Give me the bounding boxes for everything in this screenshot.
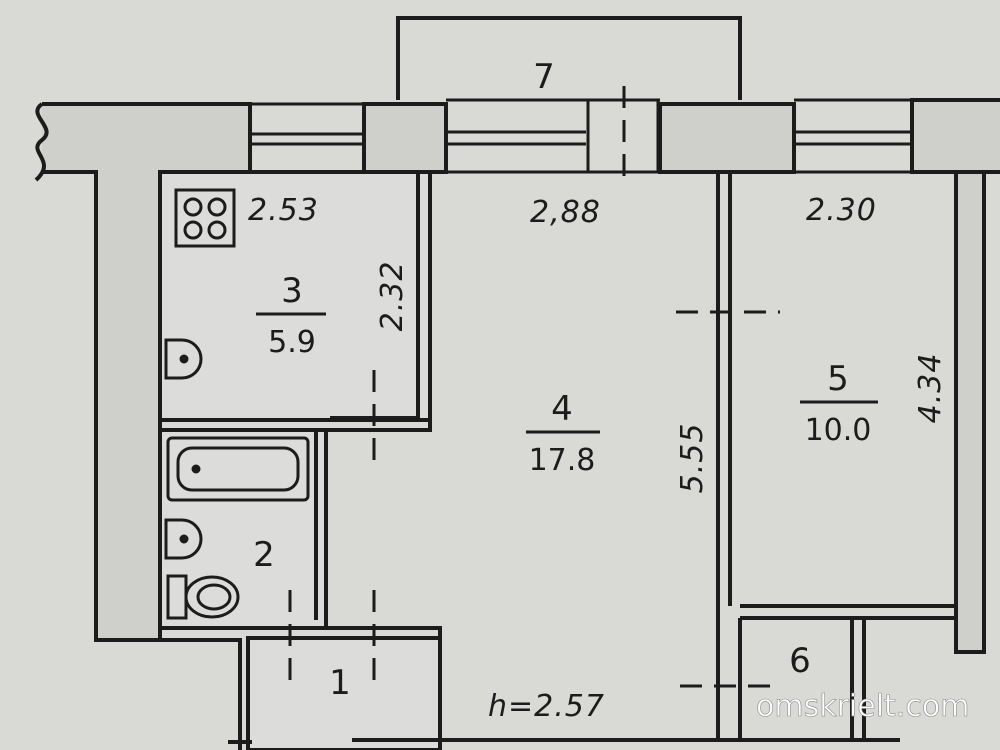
walls [34, 16, 1000, 654]
stove-icon [174, 188, 236, 248]
rooms [158, 170, 442, 750]
bedroom-depth-dimension: 4.34 [913, 353, 948, 424]
room-1-number: 1 [329, 663, 351, 703]
room-3-area: 5.9 [268, 325, 316, 360]
living-depth-dimension: 5.55 [675, 423, 710, 494]
kitchen-depth-dimension: 2.32 [375, 261, 410, 332]
room-7-number: 7 [533, 57, 555, 97]
right-wall [954, 170, 986, 654]
pillar-2 [658, 102, 796, 174]
bathroom-sink-icon [164, 518, 203, 560]
room-5-number: 5 [827, 359, 849, 399]
room-6-number: 6 [789, 641, 811, 681]
room-4-area: 17.8 [529, 443, 596, 478]
pillar-3 [910, 98, 1000, 174]
dashed-markers [288, 86, 780, 690]
pillar-1 [362, 102, 448, 174]
wall-break-line [34, 102, 49, 182]
bedroom-width-dimension: 2.30 [806, 193, 877, 228]
room-5-area: 10.0 [805, 413, 872, 448]
room-3-number: 3 [281, 271, 303, 311]
toilet-icon [166, 574, 240, 620]
room-3-kitchen [158, 170, 432, 422]
kitchen-width-dimension: 2.53 [248, 193, 319, 228]
bathtub-icon [166, 436, 310, 502]
room-1-hall [246, 636, 442, 750]
windows [250, 98, 912, 174]
balcony-outline [396, 16, 742, 100]
living-width-dimension: 2,88 [530, 195, 601, 230]
room-2-number: 2 [253, 535, 275, 575]
kitchen-sink-icon [164, 338, 203, 380]
partitions [160, 172, 956, 750]
room-4-number: 4 [551, 389, 573, 429]
watermark-text: omskrielt.com [756, 689, 969, 724]
ceiling-height-label: h=2.57 [488, 689, 605, 724]
